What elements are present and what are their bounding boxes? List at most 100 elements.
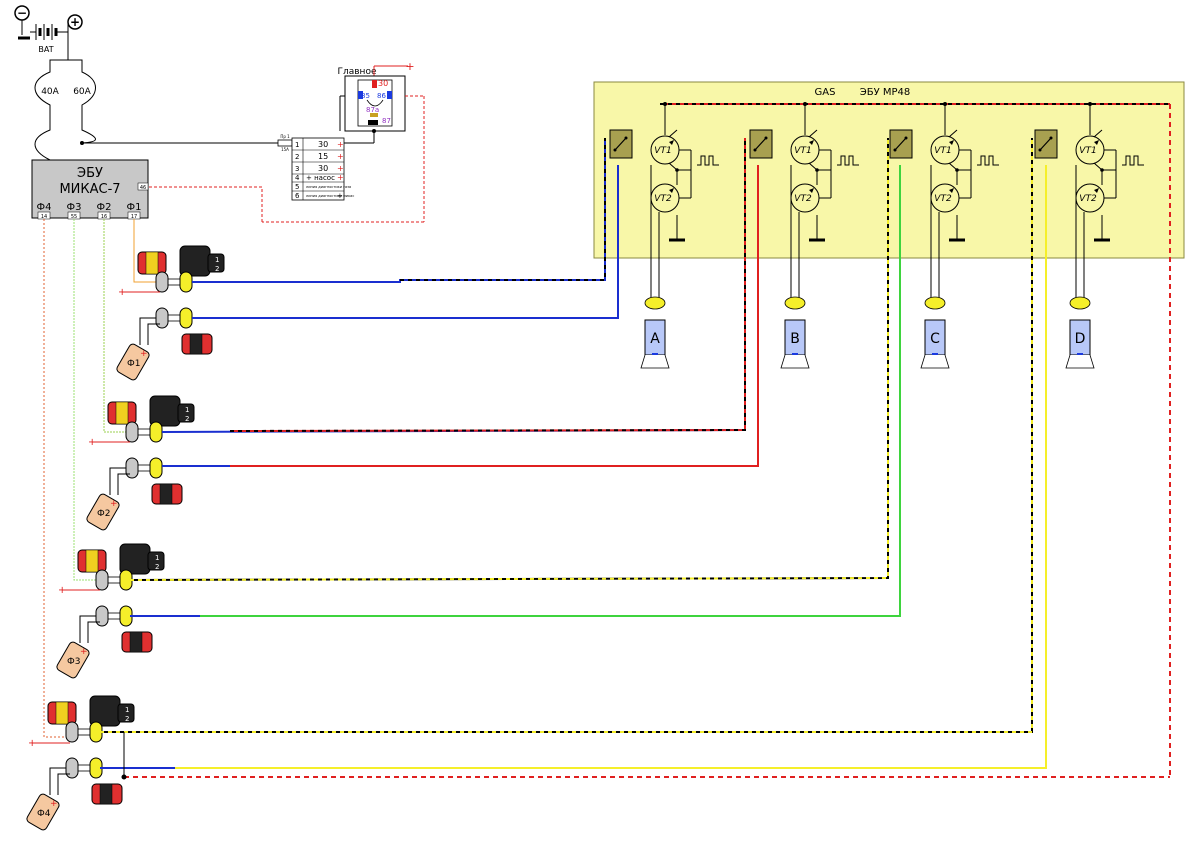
injector-label: D — [1075, 331, 1086, 347]
svg-text:МИКАС-7: МИКАС-7 — [59, 182, 120, 197]
svg-text:6: 6 — [295, 192, 300, 200]
pin-label: 2 — [155, 563, 159, 571]
plus-sign: + — [58, 585, 66, 596]
fuse-block-row: 4 + насос + — [292, 173, 344, 183]
plus-sign: + — [28, 738, 36, 749]
pin-label: 1 — [155, 554, 159, 562]
fuse-block-row: 2 15 + — [292, 152, 344, 163]
svg-text:+: + — [337, 140, 344, 149]
svg-text:−: − — [17, 6, 27, 20]
svg-text:ЭБУ: ЭБУ — [77, 166, 103, 181]
vt1-label: VT1 — [1079, 146, 1096, 156]
svg-text:14: 14 — [41, 214, 47, 220]
pin-label: 1 — [215, 256, 219, 264]
plus-sign: + — [118, 287, 126, 298]
svg-text:BAT: BAT — [38, 45, 53, 54]
pin-label: 2 — [215, 265, 219, 273]
gas-label: GAS — [815, 87, 836, 98]
vt2-label: VT2 — [794, 194, 812, 204]
svg-text:40A: 40A — [41, 87, 59, 97]
svg-text:3: 3 — [295, 165, 299, 173]
svg-text:Главное: Главное — [338, 67, 377, 77]
svg-text:+: + — [337, 164, 344, 173]
fuse-block-row: 3 30 + — [292, 164, 344, 175]
pin-label: 1 — [125, 706, 129, 714]
svg-text:60A: 60A — [73, 87, 91, 97]
plus-sign: + — [50, 799, 58, 809]
vt2-label: VT2 — [1079, 194, 1097, 204]
fuse-block-row: 1 30 + — [292, 140, 344, 151]
svg-text:4: 4 — [295, 174, 300, 182]
fuse-block-row: 6 линия диагностики микас + — [295, 192, 354, 200]
main-relay: Главное + 30 85 86 87a 87 — [338, 60, 424, 143]
svg-text:Пр 1: Пр 1 — [280, 134, 290, 139]
svg-text:85: 85 — [361, 92, 370, 100]
svg-text:2: 2 — [295, 153, 299, 161]
svg-text:15A: 15A — [281, 147, 289, 152]
fuse-block-row: 5 линия диагностики газа — [292, 183, 351, 192]
svg-text:Ф1: Ф1 — [127, 202, 142, 213]
plus-sign: + — [110, 499, 118, 509]
svg-text:+: + — [405, 60, 414, 73]
pin-label: 1 — [185, 406, 189, 414]
pin-label: 2 — [125, 715, 129, 723]
svg-text:+: + — [337, 152, 344, 161]
vt1-label: VT1 — [934, 146, 951, 156]
svg-text:30: 30 — [318, 140, 328, 149]
svg-text:Ф3: Ф3 — [67, 202, 82, 213]
plus-sign: + — [80, 647, 88, 657]
svg-text:30: 30 — [378, 79, 388, 88]
svg-text:1: 1 — [295, 141, 299, 149]
injector-name: Ф2 — [97, 509, 110, 519]
svg-text:+: + — [337, 173, 344, 182]
battery: − + BAT — [14, 5, 83, 60]
vt1-label: VT1 — [654, 146, 671, 156]
svg-text:Ф2: Ф2 — [97, 202, 112, 213]
injector-label: A — [650, 331, 660, 347]
vt1-label: VT1 — [794, 146, 811, 156]
svg-text:87: 87 — [382, 117, 391, 125]
svg-text:86: 86 — [377, 92, 386, 100]
svg-text:5: 5 — [295, 183, 299, 191]
svg-text:линия диагностики микас: линия диагностики микас — [306, 194, 354, 198]
svg-text:87a: 87a — [366, 106, 379, 114]
plus-sign: + — [140, 349, 148, 359]
svg-text:+: + — [337, 192, 343, 200]
svg-text:+: + — [70, 15, 80, 29]
injector-name: Ф3 — [67, 657, 80, 667]
injector-label: B — [790, 331, 800, 347]
vt2-label: VT2 — [654, 194, 672, 204]
svg-text:30: 30 — [318, 164, 328, 173]
svg-text:линия диагностики газа: линия диагностики газа — [306, 185, 351, 189]
svg-text:15: 15 — [318, 152, 328, 161]
plus-sign: + — [88, 437, 96, 448]
injector-name: Ф4 — [37, 809, 51, 819]
svg-text:Ф4: Ф4 — [37, 202, 52, 213]
vt2-label: VT2 — [934, 194, 952, 204]
injector-name: Ф1 — [127, 359, 140, 369]
signal-wires — [32, 138, 1170, 780]
svg-text:+ насос: + насос — [306, 174, 335, 182]
ecu-mikas: ЭБУ МИКАС-7 46 Ф4 Ф3 Ф2 Ф1 14 55 16 17 — [31, 159, 149, 220]
gas-ecu-title: ЭБУ MP48 — [860, 87, 911, 98]
injector-label: C — [930, 331, 940, 347]
fuse-block: Пр 1 15A 1 30 + 2 15 + 3 30 + 4 + насос … — [277, 134, 354, 201]
svg-text:55: 55 — [71, 214, 77, 220]
pin-label: 2 — [185, 415, 189, 423]
svg-text:46: 46 — [140, 185, 146, 191]
fuse-60a: 60A — [68, 59, 96, 144]
fuse-40a: 40A — [34, 59, 68, 161]
svg-text:17: 17 — [131, 214, 137, 220]
svg-text:16: 16 — [101, 214, 107, 220]
